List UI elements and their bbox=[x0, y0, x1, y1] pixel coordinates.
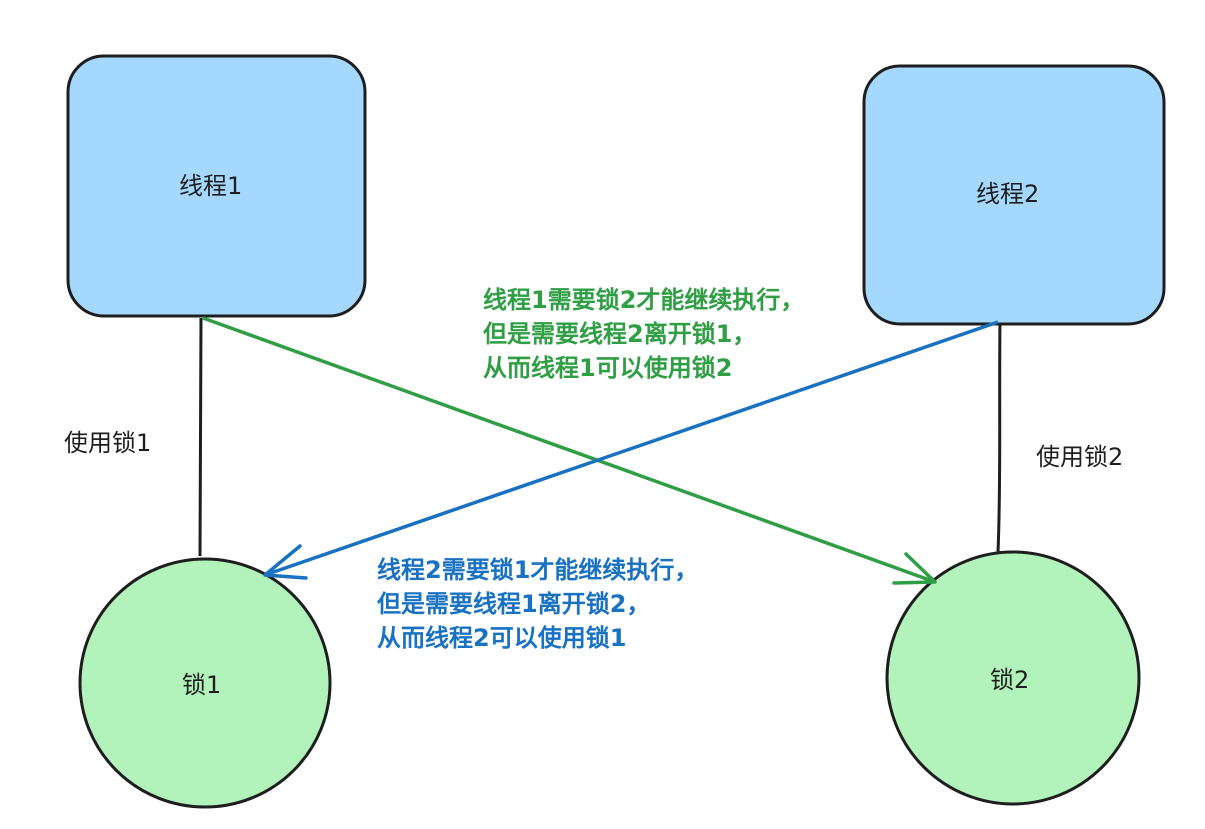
blue-note-line: 但是需要线程1离开锁2， bbox=[377, 590, 651, 618]
lock2-circle[interactable] bbox=[885, 550, 1141, 806]
blue-note-line: 线程2需要锁1才能继续执行， bbox=[377, 556, 699, 584]
blue-note-line: 从而线程2可以使用锁1 bbox=[377, 624, 627, 652]
arrowhead-green bbox=[892, 552, 937, 585]
thread1-label: 线程1 bbox=[179, 172, 243, 200]
arrowhead-blue bbox=[263, 544, 308, 580]
lock1-label: 锁1 bbox=[182, 671, 222, 699]
edge-label-use-lock2: 使用锁2 bbox=[1036, 443, 1124, 471]
green-note-line: 但是需要线程2离开锁1， bbox=[483, 320, 757, 348]
green-note-line: 从而线程1可以使用锁2 bbox=[483, 354, 733, 382]
green-note: 线程1需要锁2才能继续执行， 但是需要线程2离开锁1， 从而线程1可以使用锁2 bbox=[483, 283, 804, 385]
green-note-line: 线程1需要锁2才能继续执行， bbox=[483, 286, 805, 314]
edge-label-use-lock1: 使用锁1 bbox=[64, 429, 152, 457]
lock2-label: 锁2 bbox=[990, 666, 1030, 694]
edge-thread2-lock2 bbox=[996, 321, 1002, 553]
edge-thread1-lock1 bbox=[198, 317, 203, 557]
arrow-thread1-to-lock2 bbox=[202, 316, 936, 584]
thread2-label: 线程2 bbox=[976, 180, 1040, 208]
thread1-box[interactable] bbox=[66, 54, 367, 318]
thread2-box[interactable] bbox=[862, 64, 1166, 326]
arrow-thread2-to-lock1 bbox=[264, 320, 999, 577]
lock1-circle[interactable] bbox=[78, 557, 332, 809]
blue-note: 线程2需要锁1才能继续执行， 但是需要线程1离开锁2， 从而线程2可以使用锁1 bbox=[377, 553, 698, 655]
